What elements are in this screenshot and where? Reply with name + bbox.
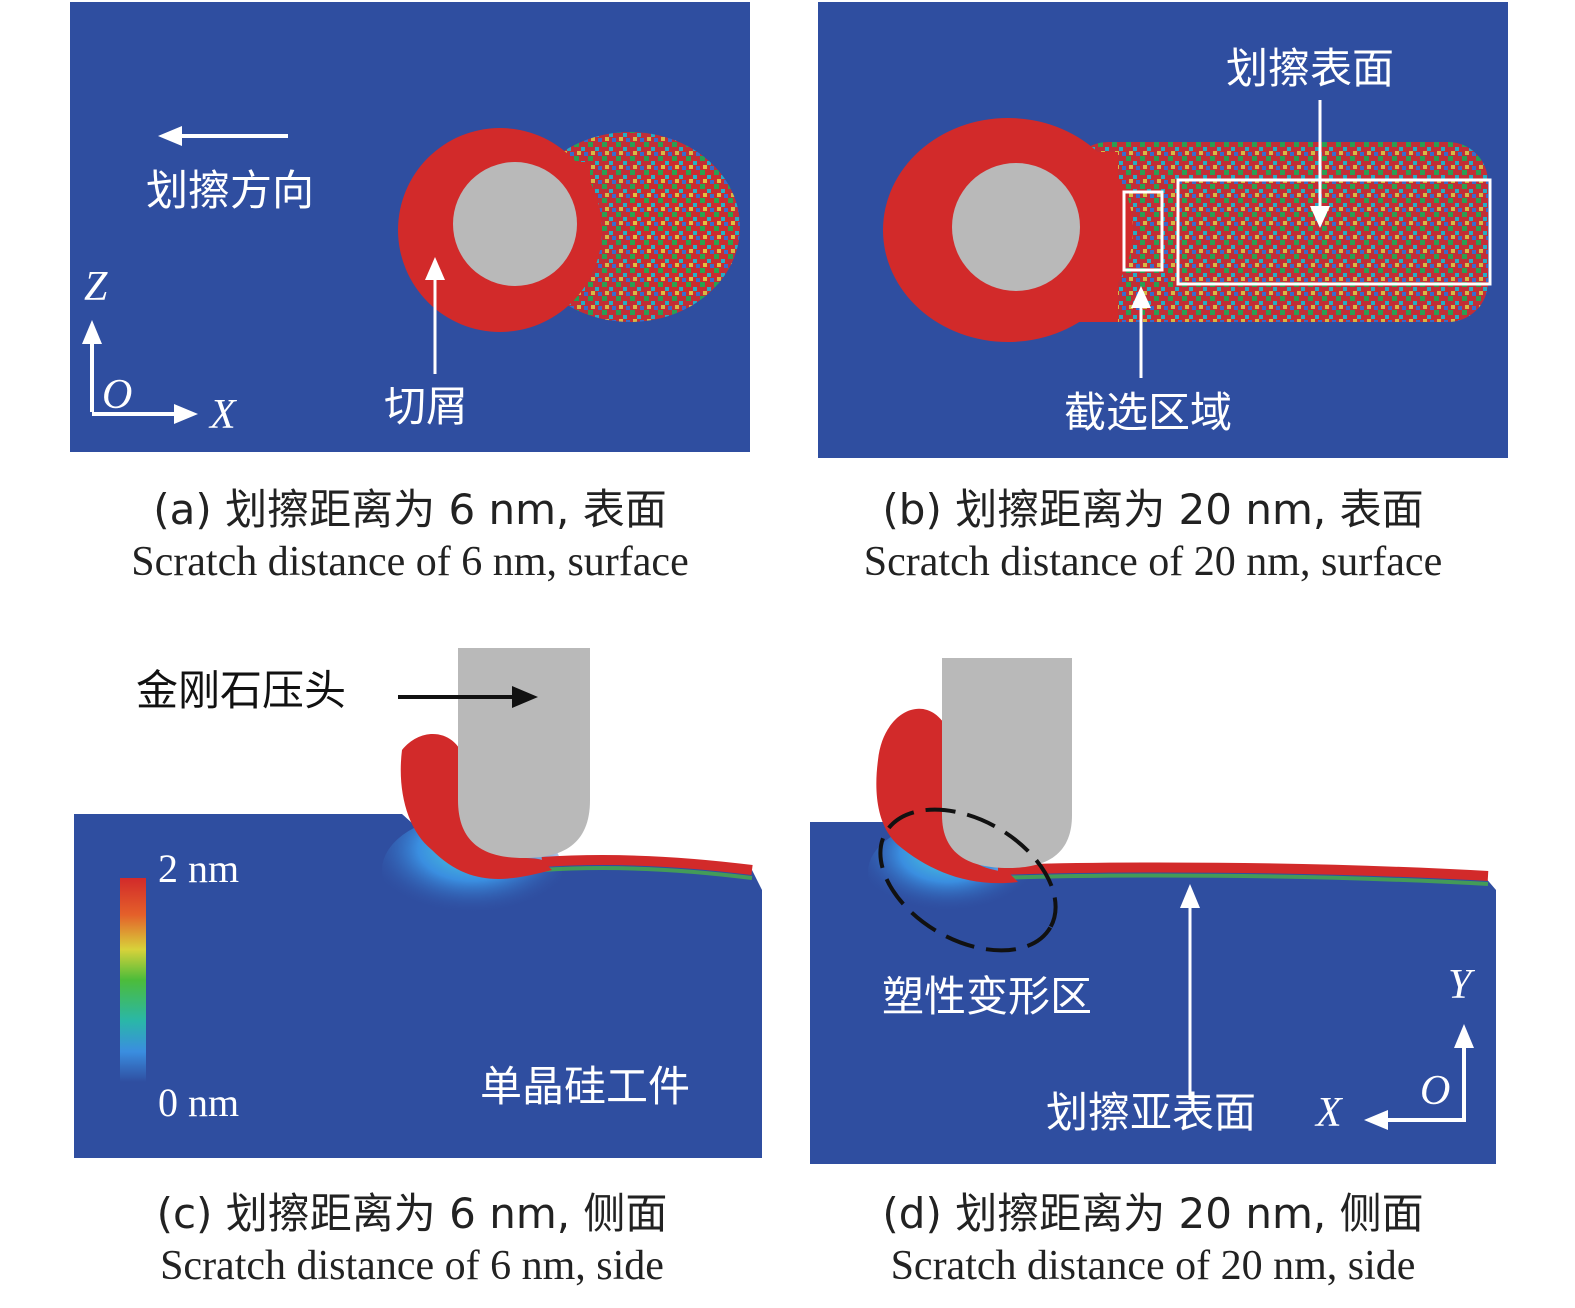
colorbar-min-label: 0 nm	[158, 1080, 240, 1125]
axis-o-label: O	[1420, 1068, 1451, 1114]
silicon-workpiece	[74, 814, 762, 1158]
diamond-indenter	[458, 648, 590, 858]
caption-d-en: Scratch distance of 20 nm, side	[890, 1243, 1416, 1289]
plastic-zone-label: 塑性变形区	[882, 972, 1093, 1021]
indenter-label: 金刚石压头	[136, 666, 347, 715]
direction-label: 划擦方向	[146, 166, 315, 215]
caption-b-en: Scratch distance of 20 nm, surface	[863, 539, 1443, 585]
caption-a: (a) 划擦距离为 6 nm, 表面 Scratch distance of 6…	[70, 484, 750, 588]
caption-a-en: Scratch distance of 6 nm, surface	[131, 539, 689, 585]
axis-z-label: Z	[84, 264, 108, 310]
workpiece-label: 单晶硅工件	[480, 1062, 691, 1111]
axis-o-label: O	[102, 372, 133, 418]
caption-d: (d) 划擦距离为 20 nm, 侧面 Scratch distance of …	[808, 1188, 1498, 1292]
caption-d-cn: (d) 划擦距离为 20 nm, 侧面	[882, 1189, 1424, 1238]
selected-region-label: 截选区域	[1064, 388, 1233, 437]
caption-a-cn: (a) 划擦距离为 6 nm, 表面	[153, 485, 667, 534]
height-colorbar	[120, 878, 146, 1082]
panel-a-image: 划擦方向 切屑 Z O X	[70, 2, 750, 452]
scratch-surface-box	[1176, 178, 1492, 286]
axis-x-label: X	[1316, 1090, 1342, 1136]
chip	[400, 733, 552, 879]
axis-y-label: Y	[1448, 962, 1472, 1008]
indenter-circle	[453, 162, 577, 286]
selected-region-box	[1122, 190, 1164, 272]
colorbar-max-label: 2 nm	[158, 846, 240, 891]
caption-c: (c) 划擦距离为 6 nm, 侧面 Scratch distance of 6…	[72, 1188, 752, 1292]
diamond-indenter	[942, 658, 1072, 868]
caption-b-cn: (b) 划擦距离为 20 nm, 表面	[882, 485, 1424, 534]
panel-d-image: 塑性变形区 划擦亚表面 Y O X	[808, 650, 1498, 1166]
chip-label: 切屑	[384, 382, 469, 431]
caption-c-en: Scratch distance of 6 nm, side	[160, 1243, 664, 1289]
scratch-surface-label: 划擦表面	[1226, 44, 1395, 93]
caption-c-cn: (c) 划擦距离为 6 nm, 侧面	[156, 1189, 668, 1238]
panel-c-image: 2 nm 0 nm 单晶硅工件	[72, 640, 764, 1160]
scratch-trail	[1068, 142, 1488, 322]
panel-b-image: 划擦表面 截选区域	[818, 2, 1508, 458]
caption-b: (b) 划擦距离为 20 nm, 表面 Scratch distance of …	[808, 484, 1498, 588]
subsurface-label: 划擦亚表面	[1046, 1088, 1257, 1137]
axis-x-label: X	[210, 392, 236, 438]
indenter-circle	[952, 163, 1080, 291]
